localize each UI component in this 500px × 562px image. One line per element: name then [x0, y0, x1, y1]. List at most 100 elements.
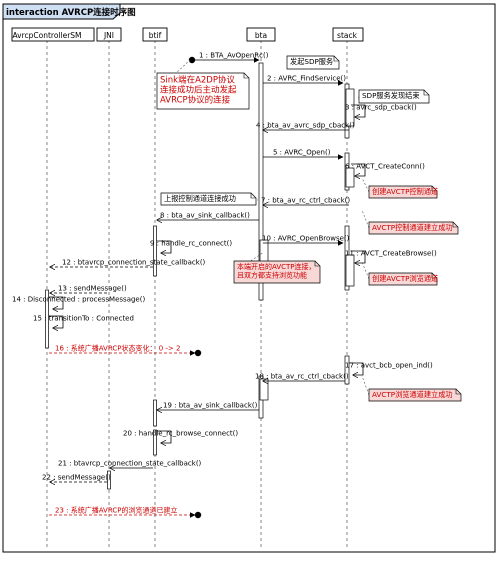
activation-bar — [345, 254, 355, 287]
message-15-label: 15 : transitionTo : Connected — [33, 315, 134, 323]
note-fold — [243, 73, 249, 79]
message-16: 16 : 系统广播AVRCP状态变化： 0 -> 2 — [49, 344, 202, 357]
note-fold — [250, 193, 256, 199]
participant-stack-box — [332, 27, 364, 42]
participant-jni-label: JNI — [103, 31, 114, 40]
participant-btif-label: btif — [149, 31, 162, 40]
note-connector — [361, 261, 370, 280]
activation-bar — [153, 429, 157, 456]
message-8-label: 8 : bta_av_sink_callback() — [160, 212, 250, 220]
note-text: SDP服务发现结束 — [362, 91, 420, 100]
message-17: 17 : avct_bcb_open_ind() — [345, 362, 433, 376]
participant-avrcpcontrollersm-label: AvrcpControllerSM — [12, 31, 81, 40]
activation-bar — [107, 470, 111, 490]
message-19-label: 19 : bta_av_sink_callback() — [163, 402, 258, 410]
message-5: 5 : AVRC_Open() — [263, 149, 344, 160]
note-7: 本端开启的AVCTP连接，且双方都支持浏览功能 — [233, 251, 321, 284]
message-14-label: 14 : Disconnected : processMessage() — [12, 296, 145, 304]
note-fold — [314, 261, 320, 267]
note-fold — [431, 273, 437, 279]
message-22: 22 : sendMessage() — [42, 474, 111, 483]
participant-bta-box — [246, 27, 276, 42]
message-5-label: 5 : AVRC_Open() — [273, 149, 331, 157]
note-connector — [361, 209, 370, 229]
message-10-label: 10 : AVRC_OpenBrowse() — [262, 235, 350, 243]
message-10: 10 : AVRC_OpenBrowse() — [262, 235, 350, 246]
message-12-label: 12 : btavrcp_connection_state_callback() — [62, 259, 206, 267]
lost-message-dot — [194, 511, 202, 519]
message-9: 9 : handle_rc_connect() — [150, 240, 232, 254]
self-message-arrow — [351, 104, 366, 117]
activations — [45, 62, 355, 490]
participant-btif-box — [142, 27, 168, 42]
note-text: 创建AVCTP控制通道 — [372, 187, 438, 196]
note-2: 发起SDP服务 — [286, 55, 340, 70]
message-21: 21 : btavrcp_connection_state_callback() — [58, 460, 202, 469]
participant-jni-box — [96, 27, 122, 42]
message-1-label: 1 : BTA_AvOpenRc() — [199, 52, 269, 60]
message-23-label: 23 : 系统广播AVRCP的浏览通道已建立 — [55, 506, 177, 515]
participant-heads: AvrcpControllerSM JNI btif bta stack — [11, 27, 364, 42]
message-23: 23 : 系统广播AVRCP的浏览通道已建立 — [49, 506, 202, 519]
note-3: SDP服务发现结束 — [357, 89, 430, 104]
message-2-label: 2 : AVRC_FindService() — [267, 75, 346, 83]
note-box — [368, 221, 459, 235]
activation-bar — [258, 62, 264, 301]
message-8: 8 : bta_av_sink_callback() — [157, 212, 259, 221]
message-3-label: 3 : avrc_sdp_cback() — [345, 104, 417, 112]
note-box — [368, 388, 462, 402]
activation-bar — [45, 289, 49, 349]
note-fold — [452, 222, 458, 228]
message-7: 7 : bta_av_rc_ctrl_cback() — [261, 197, 350, 206]
message-4-label: 4 : bta_av_avrc_sdp_cback() — [256, 122, 355, 130]
self-message-arrow — [351, 250, 366, 263]
self-message-arrow — [157, 240, 172, 253]
self-message-arrow — [351, 163, 366, 176]
message-22-label: 22 : sendMessage() — [42, 474, 111, 482]
message-9-label: 9 : handle_rc_connect() — [150, 240, 232, 248]
note-box — [368, 185, 438, 199]
note-9: AVCTP浏览通道建立成功 — [361, 375, 462, 402]
message-21-label: 21 : btavrcp_connection_state_callback() — [58, 460, 202, 468]
note-fold — [431, 186, 437, 192]
self-message-arrow — [49, 296, 64, 309]
message-6: 6 : AVCT_CreateConn() — [345, 163, 425, 177]
message-13-label: 13 : sendMessage() — [58, 285, 127, 293]
message-12: 12 : btavrcp_connection_state_callback() — [50, 259, 206, 268]
message-13: 13 : sendMessage() — [50, 285, 127, 294]
message-18-label: 18 : bta_av_rc_ctrl_cback() — [255, 373, 349, 381]
message-14: 14 : Disconnected : processMessage() — [12, 296, 145, 310]
lifelines — [46, 40, 348, 548]
activation-bar — [153, 399, 157, 427]
note-box — [156, 72, 250, 110]
message-1: 1 : BTA_AvOpenRc() — [188, 52, 269, 64]
frame-header-tab — [2, 3, 121, 20]
messages: 1 : BTA_AvOpenRc() 2 : AVRC_FindService()… — [12, 52, 437, 519]
message-7-label: 7 : bta_av_rc_ctrl_cback() — [261, 197, 350, 205]
note-connector — [361, 177, 370, 193]
note-fold — [423, 90, 429, 96]
message-17-label: 17 : avct_bcb_open_ind() — [345, 362, 433, 370]
note-8: 创建AVCTP浏览通道 — [361, 261, 438, 286]
self-message-arrow — [157, 430, 172, 443]
message-16-label: 16 : 系统广播AVRCP状态变化： 0 -> 2 — [55, 344, 180, 353]
note-connector — [156, 59, 191, 92]
note-text: 创建AVCTP浏览通道 — [372, 274, 438, 283]
frame-title: interaction AVRCP连接时序图 — [6, 7, 136, 18]
note-box — [368, 272, 438, 286]
activation-bar — [259, 378, 269, 401]
participant-stack-label: stack — [337, 31, 358, 40]
self-message-arrow — [349, 362, 364, 375]
message-18: 18 : bta_av_rc_ctrl_cback() — [255, 373, 349, 382]
participant-bta-label: bta — [255, 31, 267, 40]
message-3: 3 : avrc_sdp_cback() — [345, 104, 417, 118]
message-11-label: 11 : AVCT_CreateBrowse() — [345, 250, 437, 258]
message-6-label: 6 : AVCT_CreateConn() — [345, 163, 425, 171]
message-15: 15 : transitionTo : Connected — [33, 315, 134, 329]
note-6: AVCTP控制通道建立成功 — [361, 209, 459, 235]
